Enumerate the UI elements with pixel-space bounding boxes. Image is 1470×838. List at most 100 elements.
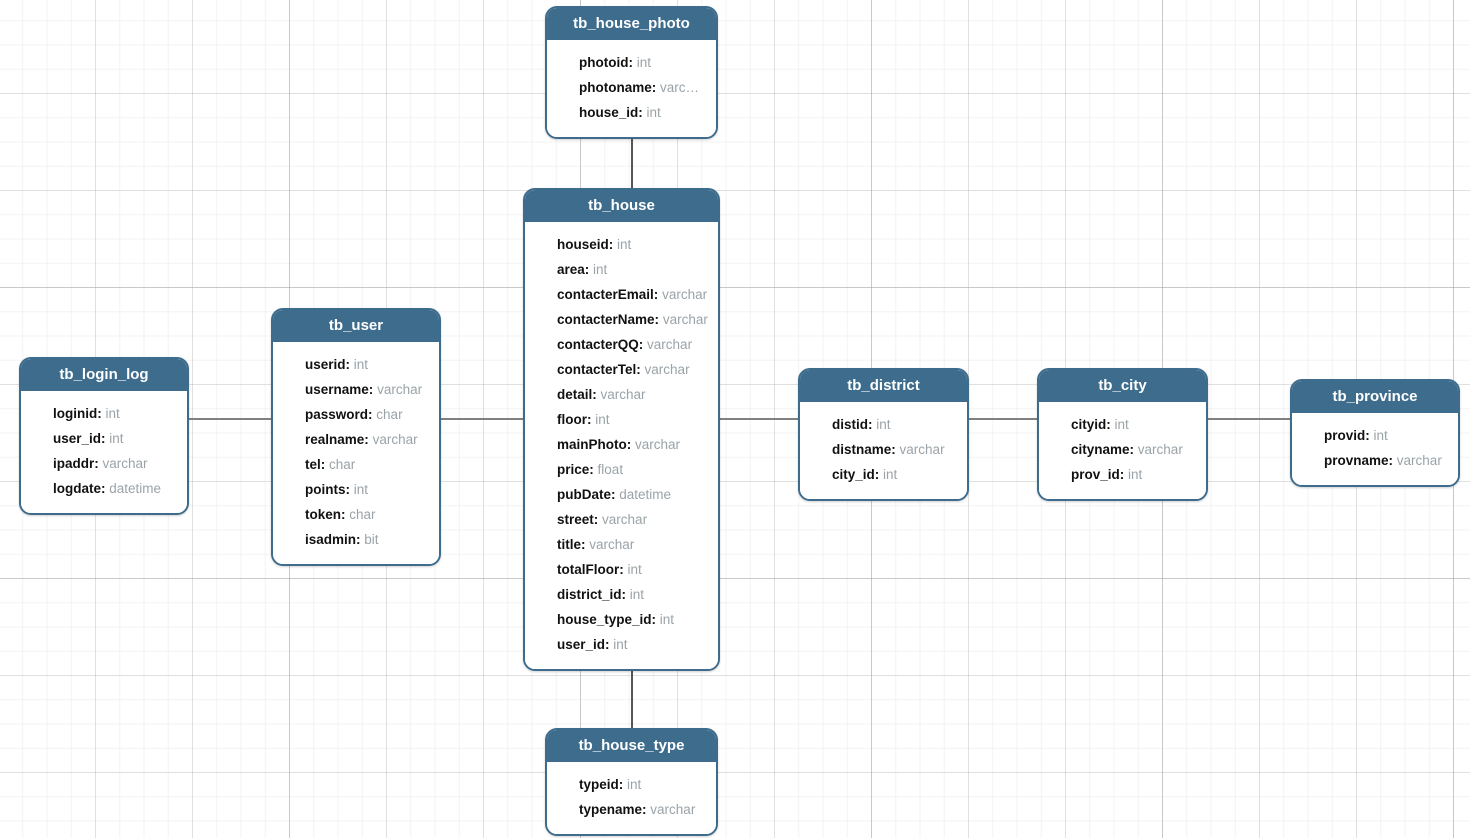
field-row[interactable]: realname: varchar: [273, 427, 439, 452]
field-row[interactable]: cityname: varchar: [1039, 437, 1206, 462]
field-name: district_id: [557, 587, 622, 602]
field-row[interactable]: cityid: int: [1039, 412, 1206, 437]
field-type: int: [659, 612, 675, 627]
field-row[interactable]: distname: varchar: [800, 437, 967, 462]
field-row[interactable]: photoname: varc…: [547, 75, 716, 100]
field-name: street: [557, 512, 594, 527]
field-row[interactable]: password: char: [273, 402, 439, 427]
field-name: user_id: [53, 431, 102, 446]
field-name: cityid: [1071, 417, 1107, 432]
field-type: varchar: [650, 802, 696, 817]
field-name: tel: [305, 457, 321, 472]
field-type: char: [376, 407, 403, 422]
field-name: typeid: [579, 777, 619, 792]
field-row[interactable]: user_id: int: [21, 426, 187, 451]
field-name: provname: [1324, 453, 1389, 468]
field-row[interactable]: contacterEmail: varchar: [525, 282, 718, 307]
field-row[interactable]: title: varchar: [525, 532, 718, 557]
field-type: int: [593, 262, 608, 277]
conn-user-to-house[interactable]: [441, 418, 523, 420]
field-name: cityname: [1071, 442, 1130, 457]
field-row[interactable]: points: int: [273, 477, 439, 502]
field-type: varchar: [600, 387, 646, 402]
field-type: int: [646, 105, 661, 120]
field-row[interactable]: district_id: int: [525, 582, 718, 607]
field-row[interactable]: totalFloor: int: [525, 557, 718, 582]
field-row[interactable]: isadmin: bit: [273, 527, 439, 552]
field-name: distname: [832, 442, 892, 457]
field-row[interactable]: provname: varchar: [1292, 448, 1458, 473]
field-row[interactable]: mainPhoto: varchar: [525, 432, 718, 457]
field-row[interactable]: prov_id: int: [1039, 462, 1206, 487]
field-separator: :: [341, 507, 346, 522]
field-row[interactable]: userid: int: [273, 352, 439, 377]
field-type: int: [613, 637, 628, 652]
field-row[interactable]: typeid: int: [547, 772, 716, 797]
field-row[interactable]: provid: int: [1292, 423, 1458, 448]
field-type: varchar: [662, 312, 708, 327]
field-separator: :: [605, 637, 610, 652]
field-row[interactable]: house_type_id: int: [525, 607, 718, 632]
field-separator: :: [345, 482, 351, 497]
field-type: int: [617, 237, 632, 252]
field-name: pubDate: [557, 487, 611, 502]
field-separator: :: [593, 512, 599, 527]
field-name: userid: [305, 357, 346, 372]
field-row[interactable]: distid: int: [800, 412, 967, 437]
field-separator: :: [368, 382, 374, 397]
conn-district-to-city[interactable]: [969, 418, 1037, 420]
conn-house-to-district[interactable]: [720, 418, 798, 420]
field-row[interactable]: contacterName: varchar: [525, 307, 718, 332]
field-row[interactable]: tel: char: [273, 452, 439, 477]
field-row[interactable]: houseid: int: [525, 232, 718, 257]
field-row[interactable]: contacterTel: varchar: [525, 357, 718, 382]
conn-city-to-province[interactable]: [1208, 418, 1290, 420]
field-row[interactable]: price: float: [525, 457, 718, 482]
field-type: datetime: [109, 481, 162, 496]
entity-title-tb_house: tb_house: [525, 190, 718, 222]
field-row[interactable]: loginid: int: [21, 401, 187, 426]
field-row[interactable]: street: varchar: [525, 507, 718, 532]
field-row[interactable]: pubDate: datetime: [525, 482, 718, 507]
field-row[interactable]: contacterQQ: varchar: [525, 332, 718, 357]
field-row[interactable]: area: int: [525, 257, 718, 282]
field-row[interactable]: house_id: int: [547, 100, 716, 125]
field-type: int: [595, 412, 610, 427]
field-name: provid: [1324, 428, 1366, 443]
field-name: prov_id: [1071, 467, 1120, 482]
field-type: int: [629, 587, 645, 602]
field-row[interactable]: city_id: int: [800, 462, 967, 487]
field-row[interactable]: logdate: datetime: [21, 476, 187, 501]
field-row[interactable]: detail: varchar: [525, 382, 718, 407]
conn-house-to-house-type[interactable]: [631, 667, 633, 728]
field-type: char: [349, 507, 376, 522]
field-separator: :: [618, 777, 624, 792]
field-row[interactable]: typename: varchar: [547, 797, 716, 822]
field-separator: :: [364, 432, 369, 447]
field-name: contacterQQ: [557, 337, 639, 352]
field-type: int: [636, 55, 652, 70]
field-row[interactable]: token: char: [273, 502, 439, 527]
field-type: varchar: [377, 382, 423, 397]
field-separator: :: [626, 437, 632, 452]
field-separator: :: [638, 337, 644, 352]
field-row[interactable]: floor: int: [525, 407, 718, 432]
field-row[interactable]: photoid: int: [547, 50, 716, 75]
field-type: int: [876, 417, 891, 432]
field-row[interactable]: ipaddr: varchar: [21, 451, 187, 476]
field-separator: :: [589, 462, 594, 477]
field-row[interactable]: username: varchar: [273, 377, 439, 402]
conn-house-photo-to-house[interactable]: [631, 131, 633, 188]
field-type: datetime: [619, 487, 672, 502]
conn-login-log-to-user[interactable]: [189, 418, 271, 420]
field-row[interactable]: user_id: int: [525, 632, 718, 657]
